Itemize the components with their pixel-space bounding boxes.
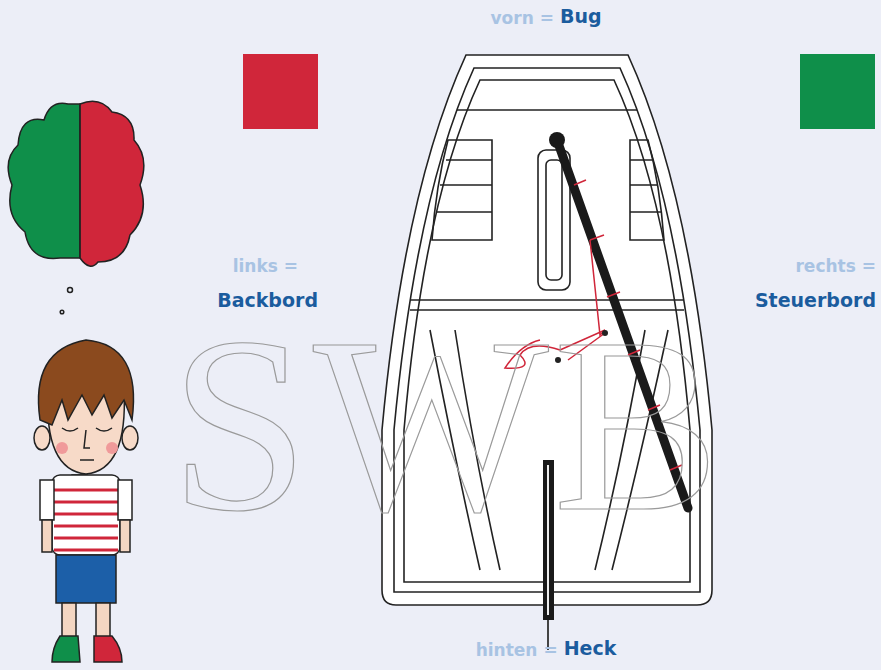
- boy-figure: [34, 340, 138, 662]
- side-label: vorn =: [490, 8, 553, 28]
- side-label: Heck: [564, 638, 617, 658]
- side-label: hinten =: [476, 640, 558, 660]
- thought-bubble: [8, 101, 144, 313]
- side-label: Bug: [560, 6, 602, 26]
- side-label: rechts =: [795, 256, 876, 276]
- port-square: [243, 54, 318, 129]
- side-label: links =: [233, 256, 298, 276]
- watermark: SWB: [170, 300, 724, 550]
- starboard-square: [800, 54, 875, 129]
- side-label: Steuerbord: [755, 290, 876, 310]
